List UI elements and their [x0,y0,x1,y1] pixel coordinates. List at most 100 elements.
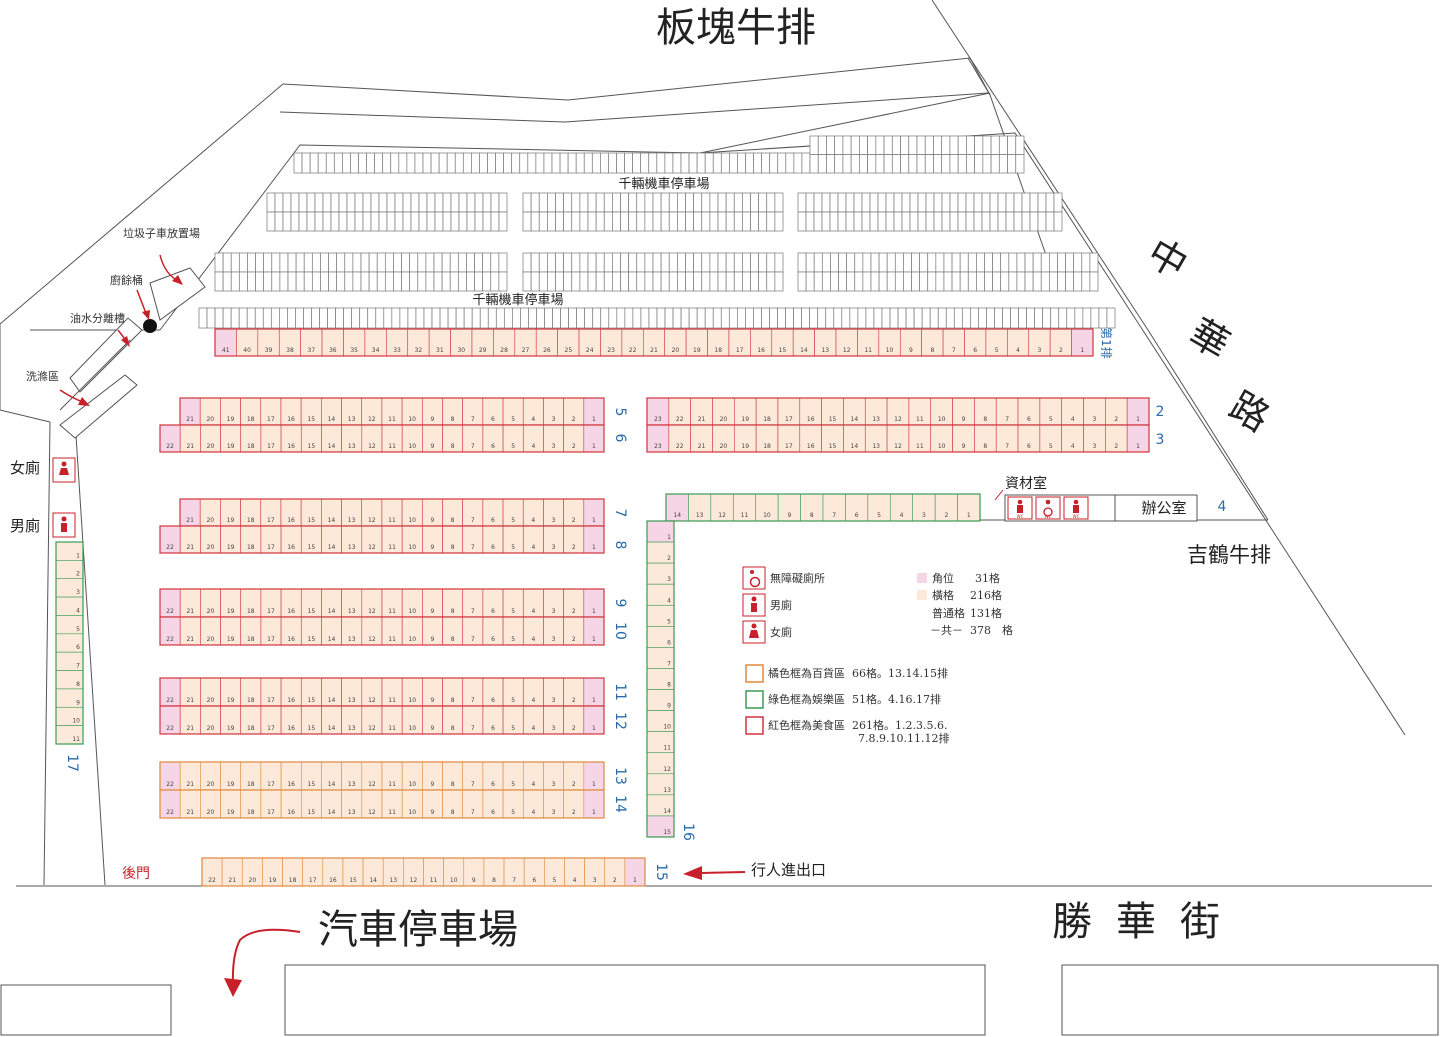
slot-number: 15 [308,544,316,551]
slot-number: 23 [654,416,662,423]
slot-number: 16 [287,697,295,704]
slot-number: 8 [983,416,987,423]
legend-orange-frame [745,664,764,683]
slot-number: 13 [348,809,356,816]
street-char-2: 華 [1116,899,1156,945]
legend-red-frame [745,716,764,735]
slot-number: 1 [592,809,596,816]
slot-number: 5 [511,517,515,524]
slot-number: 9 [787,512,791,519]
car-park-boxes [0,964,1439,1036]
slot-number: 16 [287,443,295,450]
row-12-label: 12 [612,712,628,730]
slot-number: 1 [592,608,596,615]
slot-number: 22 [166,544,174,551]
slot-number: 16 [287,725,295,732]
slot-number: 3 [76,589,80,596]
slot-number: 16 [287,809,295,816]
slot-number: 10 [763,512,771,519]
slot-number: 3 [552,608,556,615]
slot-number: 6 [491,809,495,816]
slot-number: 12 [663,766,671,773]
slot-number: 21 [186,517,194,524]
slot-number: 5 [995,347,999,354]
slot-number: 14 [328,608,336,615]
slot-number: 17 [267,636,275,643]
slot-number: 19 [227,697,235,704]
slot-number: 18 [763,443,771,450]
slot-number: 5 [552,877,556,884]
slot-number: 2 [1114,443,1118,450]
slot-number: 10 [663,724,671,731]
slot-number: 4 [531,416,535,423]
slot-number: 21 [186,443,194,450]
slot-number: 1 [592,443,596,450]
slot-number: 19 [693,347,701,354]
slot-number: 15 [307,517,315,524]
slot-number: 6 [76,644,80,651]
slot-number: 16 [287,517,295,524]
back-gate-label: 後門 [122,866,150,882]
slot-number: 5 [1049,443,1053,450]
slot-number: 3 [552,809,556,816]
men-toilet-icon: WC [1007,496,1033,520]
slot-number: 17 [736,347,744,354]
slot-number: 8 [492,877,496,884]
slot-number: 11 [916,416,924,423]
slot-number: 3 [552,544,556,551]
moto-grid-f [214,252,508,292]
svg-text:WC: WC [1017,514,1024,519]
slot-number: 6 [491,517,495,524]
slot-number: 2 [572,636,576,643]
slot-number: 4 [531,725,535,732]
slot-number: 20 [207,809,215,816]
slot-number: 19 [227,781,235,788]
slot-number: 10 [408,725,416,732]
slot-number: 24 [586,347,594,354]
slot-number: 18 [247,809,255,816]
slot-number: 20 [206,517,214,524]
legend-green-frame [745,690,764,709]
slot-number: 13 [348,443,356,450]
slot-number: 39 [265,347,273,354]
slot-number: 12 [368,697,376,704]
legend-zone-label-2: 紅色框為美食區 [768,718,845,732]
slot-number: 22 [208,877,216,884]
slot-number: 11 [388,781,396,788]
slot-number: 16 [287,781,295,788]
slot-number: 4 [531,443,535,450]
slot-number: 2 [572,809,576,816]
legend-zone-label-0: 橘色框為百貨區 [768,666,845,680]
slot-number: 2 [572,781,576,788]
slot-number: 16 [287,636,295,643]
slot-number: 7 [76,663,80,670]
slot-number: 35 [350,347,358,354]
legend-accessible-toilet-icon [742,566,766,590]
slot-number: 4 [667,597,671,604]
svg-text:WC: WC [1045,514,1052,519]
slot-number: 40 [243,347,251,354]
men-toilet-icon [52,512,76,538]
slot-number: 12 [368,443,376,450]
slot-number: 15 [308,781,316,788]
slot-number: 16 [287,608,295,615]
slot-number: 5 [511,636,515,643]
slot-number: 9 [431,544,435,551]
slot-number: 8 [76,681,80,688]
slot-number: 16 [757,347,765,354]
slot-number: 22 [166,809,174,816]
slot-number: 41 [222,347,230,354]
slot-number: 19 [269,877,277,884]
row-15-label: 15 [653,863,669,881]
slot-number: 9 [962,416,966,423]
slot-number: 23 [654,443,662,450]
slot-number: 21 [186,781,194,788]
slot-number: 8 [810,512,814,519]
slot-number: 1 [592,781,596,788]
